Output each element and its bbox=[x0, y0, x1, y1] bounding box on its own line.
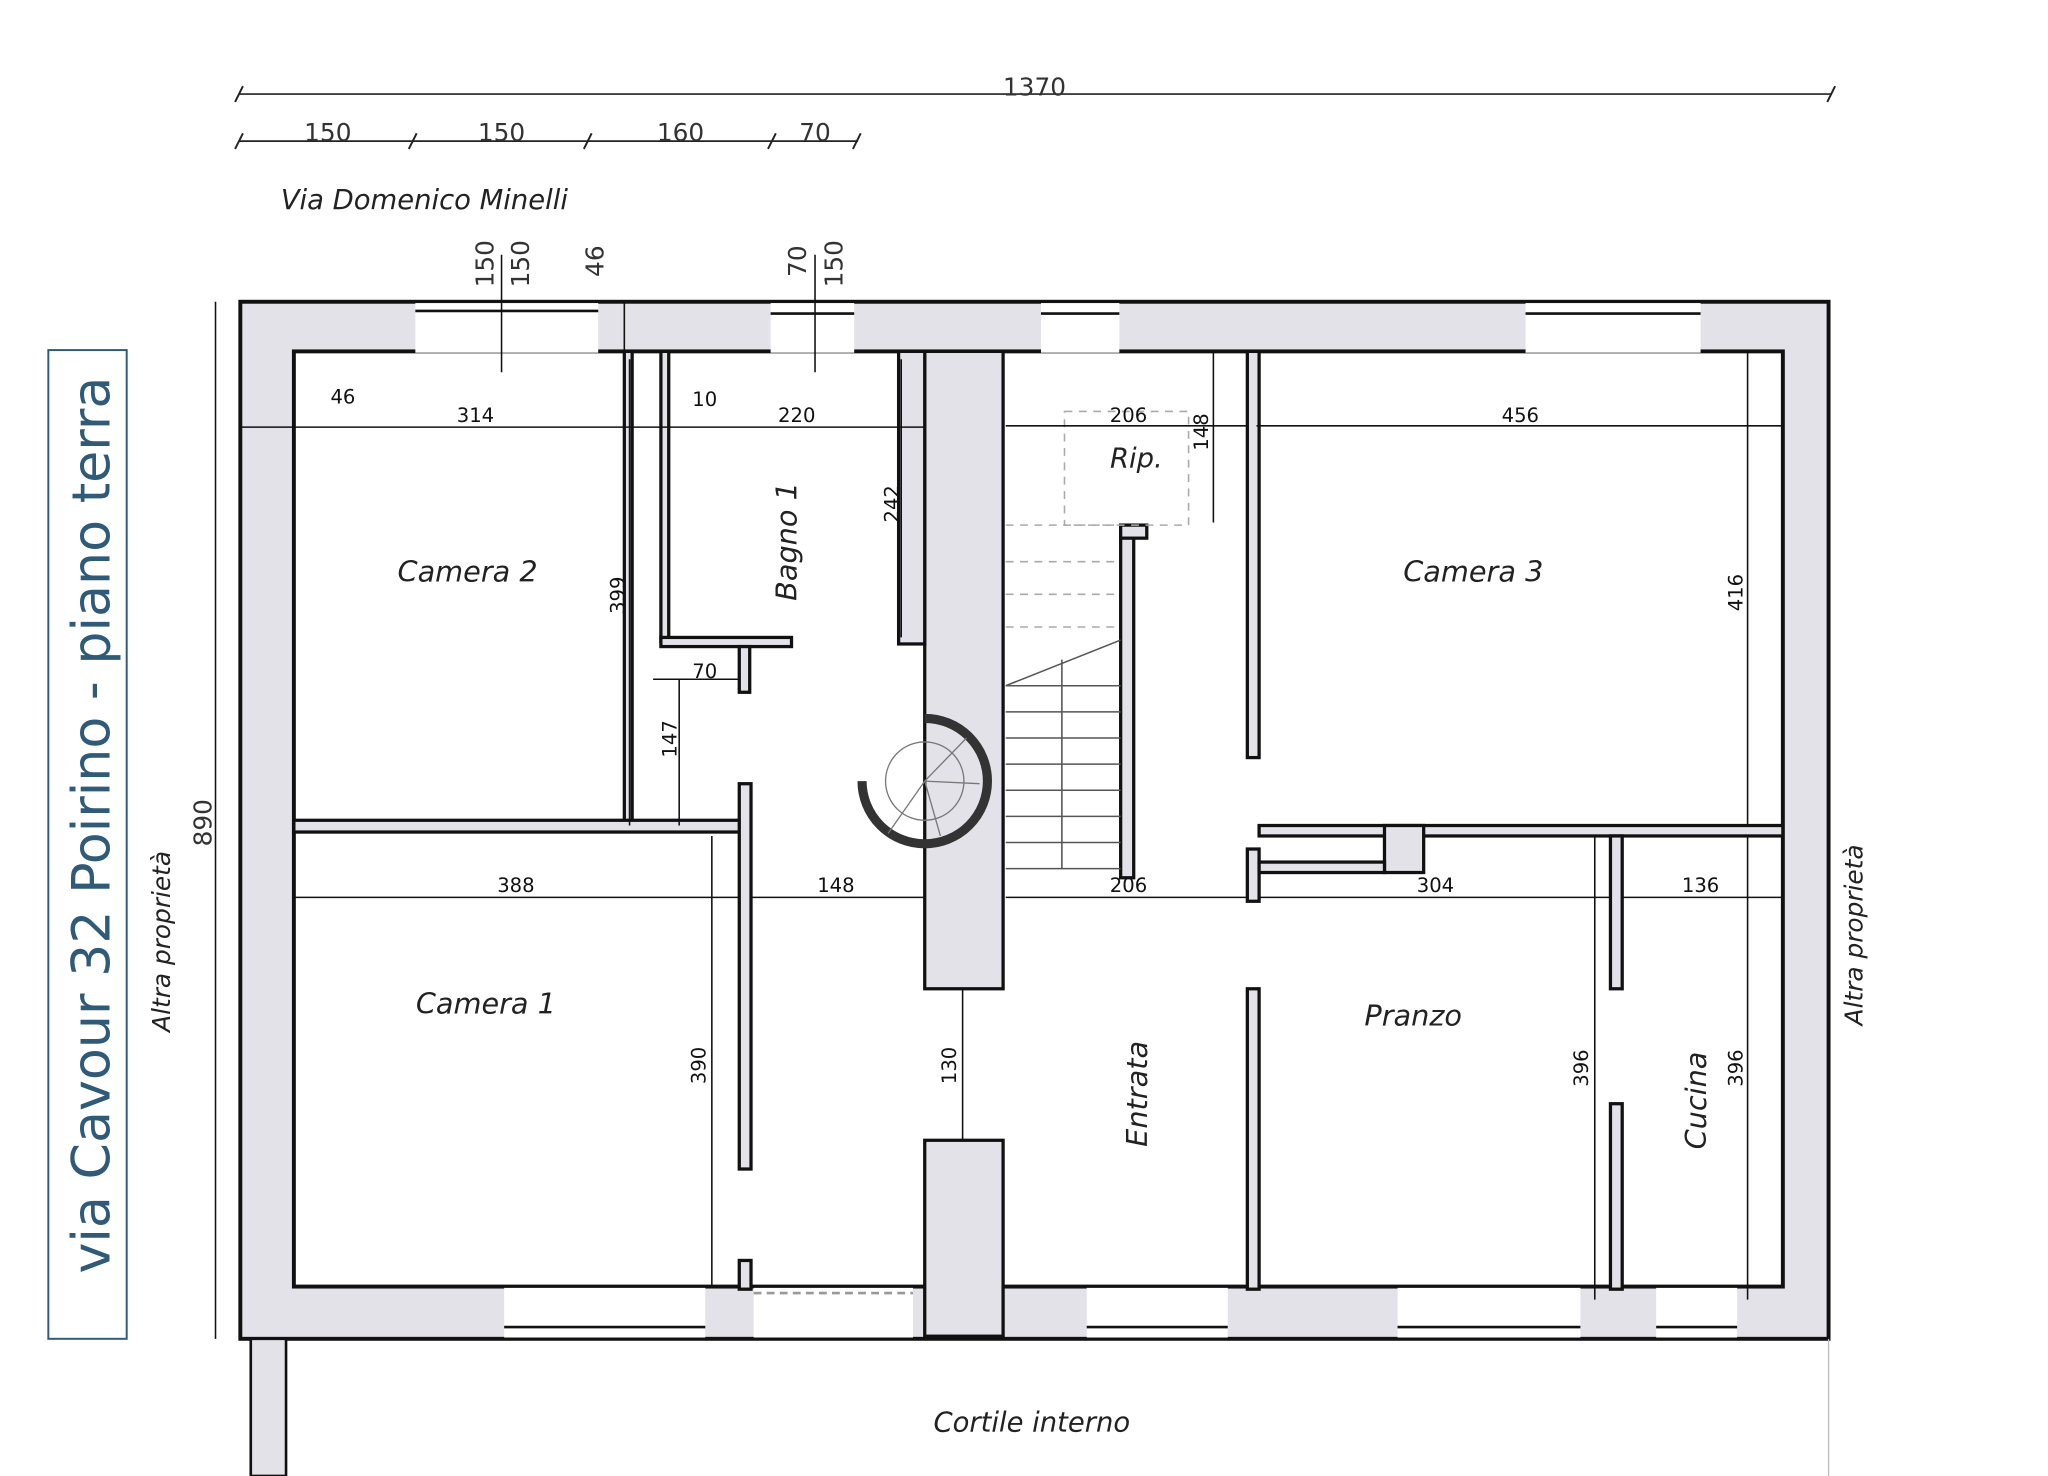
dim-pranzo-depth: 396 bbox=[1570, 1049, 1593, 1086]
dim-window-b-2: 150 bbox=[819, 240, 848, 287]
plan-title: via Cavour 32 Poirino - piano terra bbox=[63, 377, 123, 1274]
dim-niche-70: 70 bbox=[692, 660, 717, 683]
room-pranzo: Pranzo bbox=[1364, 998, 1462, 1032]
dim-pranzo-width: 304 bbox=[1417, 874, 1454, 897]
dim-cucina-depth: 396 bbox=[1724, 1049, 1747, 1086]
title-box: via Cavour 32 Poirino - piano terra bbox=[47, 349, 128, 1340]
dim-top-3: 160 bbox=[657, 118, 704, 147]
dim-top-1: 150 bbox=[304, 118, 351, 147]
dim-top-4: 70 bbox=[799, 118, 831, 147]
dim-window-a-1: 150 bbox=[471, 240, 500, 287]
room-camera-2: Camera 2 bbox=[398, 554, 538, 588]
dim-cam1-width: 388 bbox=[497, 874, 534, 897]
dim-cam2-depth: 399 bbox=[606, 577, 629, 614]
dim-total-width: 1370 bbox=[1003, 72, 1066, 101]
dim-cam3-depth: 416 bbox=[1724, 574, 1747, 611]
dim-cam2-width: 314 bbox=[457, 404, 494, 427]
room-rip: Rip. bbox=[1110, 444, 1163, 475]
room-cucina: Cucina bbox=[1679, 1052, 1713, 1150]
dim-bagno-width: 220 bbox=[778, 404, 815, 427]
dim-window-b-1: 70 bbox=[783, 245, 812, 277]
dim-rip-depth: 148 bbox=[1190, 413, 1213, 450]
street-label: Via Domenico Minelli bbox=[281, 185, 569, 216]
courtyard-label: Cortile interno bbox=[933, 1408, 1130, 1439]
room-bagno-1: Bagno 1 bbox=[770, 482, 804, 601]
courtyard-wall bbox=[249, 1337, 1830, 1476]
dim-cam3-width: 456 bbox=[1502, 404, 1539, 427]
dim-top-2: 150 bbox=[478, 118, 525, 147]
dim-wall-10: 10 bbox=[692, 388, 717, 411]
dim-corr-147: 147 bbox=[659, 720, 682, 757]
dim-wall-46-top: 46 bbox=[580, 245, 609, 277]
windows bbox=[415, 303, 1738, 1338]
dim-corr-148: 148 bbox=[817, 874, 854, 897]
dim-entr-width: 206 bbox=[1110, 874, 1147, 897]
dim-window-a-2: 150 bbox=[506, 240, 535, 287]
room-camera-3: Camera 3 bbox=[1403, 554, 1543, 588]
dim-cucina-width: 136 bbox=[1682, 874, 1719, 897]
dim-total-depth: 890 bbox=[189, 799, 218, 846]
top-dimensions bbox=[234, 85, 1836, 150]
dimension-lines bbox=[214, 254, 1783, 1339]
room-camera-1: Camera 1 bbox=[416, 987, 556, 1021]
interior-walls bbox=[292, 349, 1785, 1338]
dim-cam1-depth: 390 bbox=[687, 1047, 710, 1084]
dim-rip-width: 206 bbox=[1110, 404, 1147, 427]
dim-wall-46-left: 46 bbox=[330, 386, 355, 409]
room-entrata: Entrata bbox=[1120, 1041, 1154, 1147]
spiral-stair bbox=[857, 713, 992, 849]
side-label-right: Altra proprietà bbox=[1840, 844, 1869, 1027]
dim-passage-130: 130 bbox=[938, 1047, 961, 1084]
side-label-left: Altra proprietà bbox=[147, 851, 176, 1034]
dim-bagno-depth: 242 bbox=[881, 485, 904, 522]
stairs bbox=[1005, 410, 1190, 870]
